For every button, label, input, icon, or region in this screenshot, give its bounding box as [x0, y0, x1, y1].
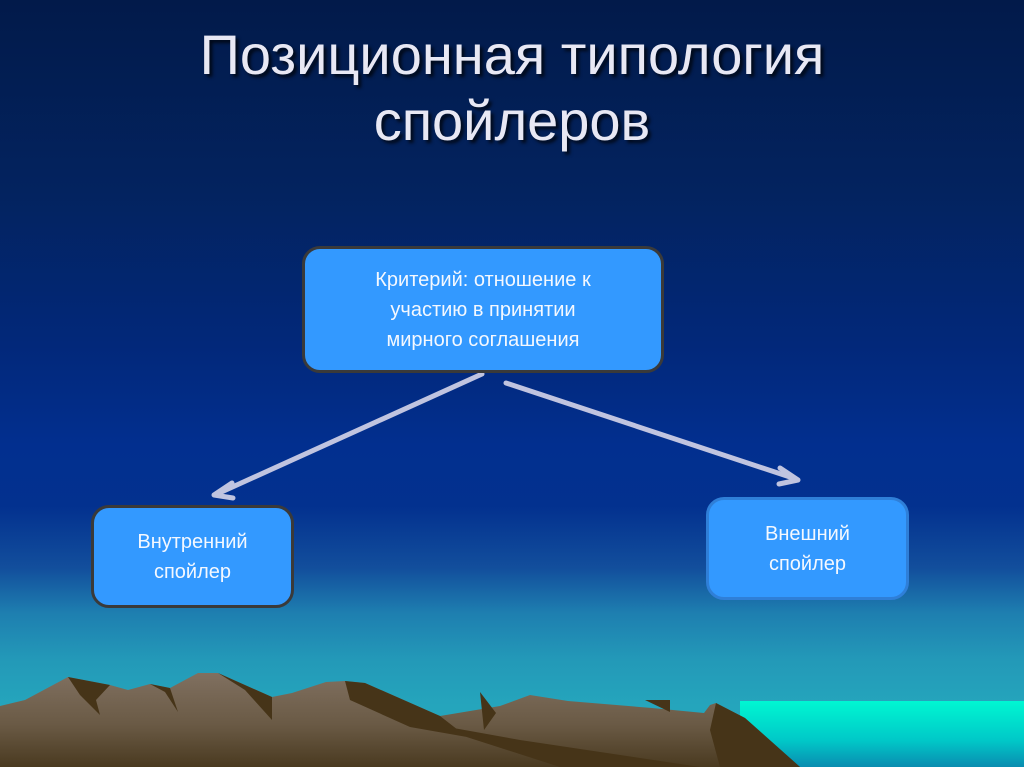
title-line-1: Позиционная типология [199, 23, 825, 86]
criterion-line-2: участию в принятии [390, 298, 576, 321]
criterion-box: Критерий: отношение к участию в принятии… [302, 246, 664, 373]
slide-title: Позиционная типология спойлеров [0, 22, 1024, 154]
internal-spoiler-line-1: Внутренний [137, 530, 248, 553]
internal-spoiler-box: Внутренний спойлер [91, 505, 294, 608]
title-line-2: спойлеров [373, 89, 651, 152]
mountain-shadows [68, 673, 800, 767]
external-spoiler-line-2: спойлер [768, 552, 847, 575]
arrow-right [503, 380, 801, 487]
external-spoiler-box: Внешний спойлер [706, 497, 909, 600]
criterion-line-1: Критерий: отношение к [375, 268, 591, 291]
criterion-line-3: мирного соглашения [386, 328, 580, 351]
internal-spoiler-line-2: спойлер [153, 560, 232, 583]
external-spoiler-line-1: Внешний [765, 522, 850, 545]
arrow-left [211, 371, 485, 501]
